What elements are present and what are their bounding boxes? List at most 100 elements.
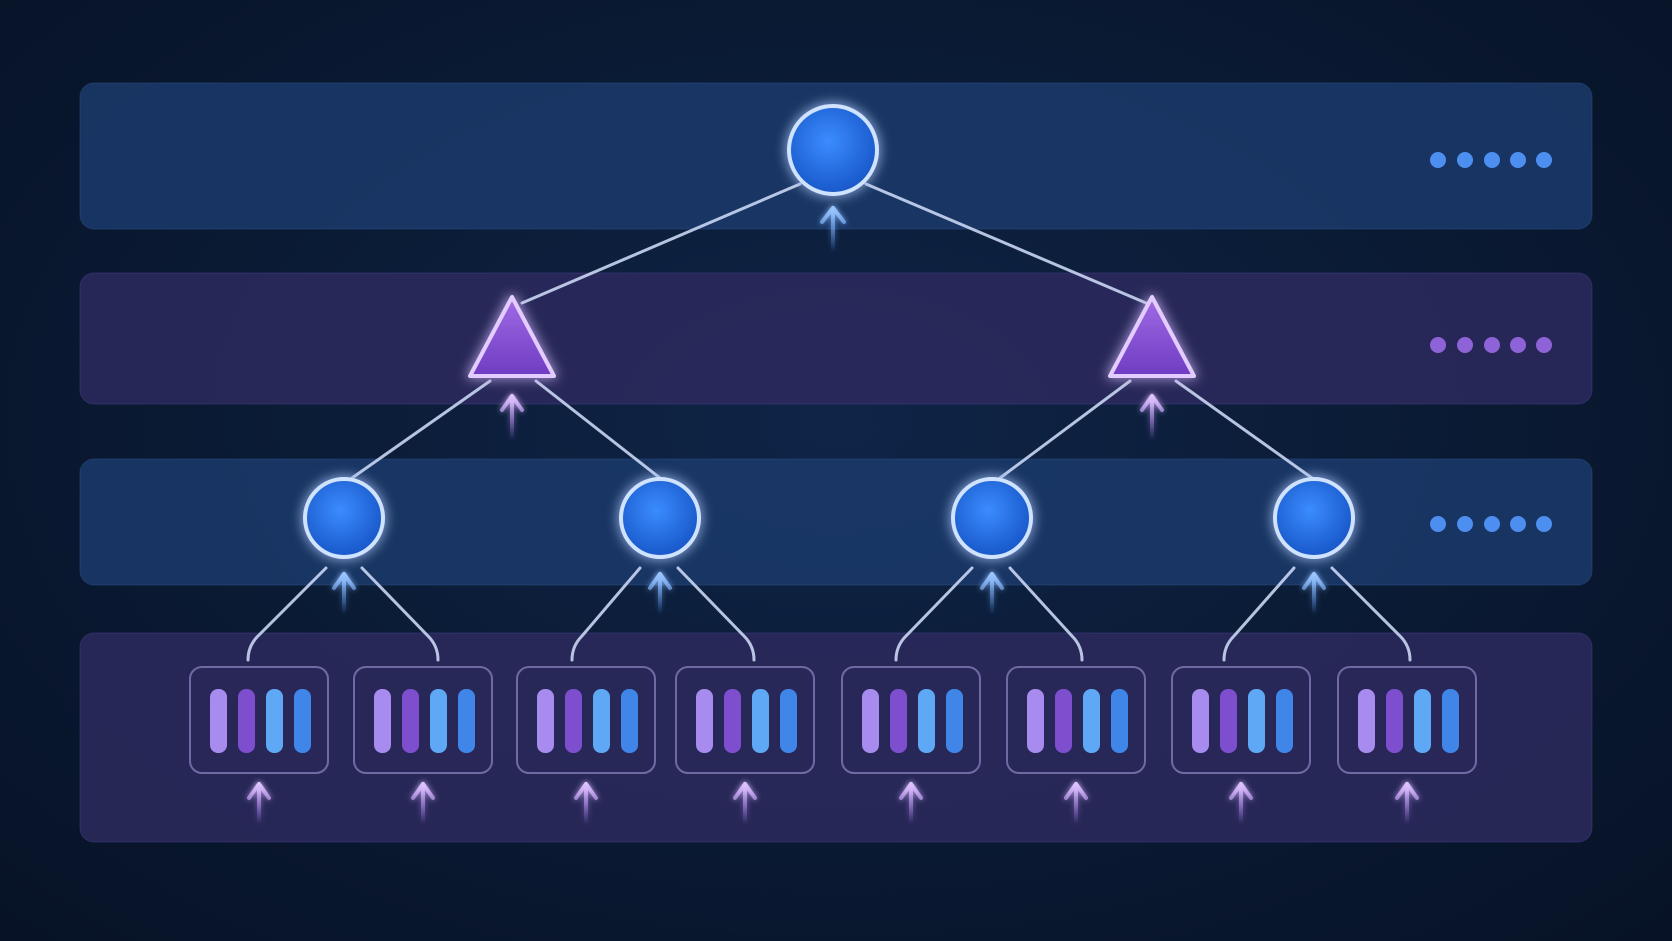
leaf-bar	[1055, 689, 1072, 753]
circle-icon	[1273, 477, 1355, 559]
leaf-bar	[537, 689, 554, 753]
leaf-bar	[565, 689, 582, 753]
arrow-up-icon	[733, 782, 757, 826]
edge	[676, 566, 756, 662]
low-node-3[interactable]	[951, 477, 1033, 559]
dot	[1484, 152, 1500, 168]
leaf-bar	[1220, 689, 1237, 753]
dot	[1536, 152, 1552, 168]
dot	[1457, 337, 1473, 353]
leaf-bar	[1248, 689, 1265, 753]
band-mid	[79, 272, 1593, 405]
leaf-bar	[890, 689, 907, 753]
leaf-bar	[1111, 689, 1128, 753]
arrow-up-icon	[1229, 782, 1253, 826]
edge	[1174, 379, 1314, 480]
edge	[1008, 566, 1084, 662]
band-low-more-dots[interactable]	[1430, 516, 1552, 532]
leaf-bar	[752, 689, 769, 753]
dot	[1510, 152, 1526, 168]
leaf-bar	[593, 689, 610, 753]
edge	[360, 566, 440, 662]
leaf-bar	[780, 689, 797, 753]
arrow-up-icon	[1140, 394, 1164, 442]
leaf-block-7[interactable]	[1171, 666, 1311, 826]
leaf-bar	[946, 689, 963, 753]
leaf-bar	[1083, 689, 1100, 753]
leaf-block-8[interactable]	[1337, 666, 1477, 826]
leaf-bar	[1442, 689, 1459, 753]
edges	[246, 182, 1412, 662]
band-low	[79, 458, 1593, 586]
arrow-up-icon	[500, 394, 524, 442]
leaf-bar	[1386, 689, 1403, 753]
dot	[1484, 516, 1500, 532]
root-node[interactable]	[787, 104, 879, 196]
dot	[1457, 152, 1473, 168]
dot	[1510, 337, 1526, 353]
edge	[864, 182, 1148, 305]
low-node-2[interactable]	[619, 477, 701, 559]
leaf-bar	[210, 689, 227, 753]
arrow-up-icon	[411, 782, 435, 826]
leaf-block-4[interactable]	[675, 666, 815, 826]
ellipsis-dots-icon	[1430, 337, 1446, 353]
arrow-up-icon	[1302, 572, 1326, 616]
leaf-blocks	[189, 666, 1477, 826]
leaf-bar	[374, 689, 391, 753]
leaf-bar	[294, 689, 311, 753]
low-node-1[interactable]	[303, 477, 385, 559]
mid-node-right[interactable]	[1108, 295, 1196, 378]
leaf-block-3[interactable]	[516, 666, 656, 826]
circle-icon	[619, 477, 701, 559]
leaf-block-6[interactable]	[1006, 666, 1146, 826]
low-node-4[interactable]	[1273, 477, 1355, 559]
ellipsis-dots-icon	[1430, 516, 1446, 532]
band-mid-more-dots[interactable]	[1430, 337, 1552, 353]
circle-icon	[787, 104, 879, 196]
edge	[350, 379, 492, 480]
circle-icon	[303, 477, 385, 559]
arrow-up-icon	[899, 782, 923, 826]
leaf-bar	[1276, 689, 1293, 753]
leaf-bar	[402, 689, 419, 753]
arrow-up-icon	[648, 572, 672, 616]
leaf-bar	[430, 689, 447, 753]
leaf-bar	[238, 689, 255, 753]
edge	[534, 379, 662, 480]
arrow-up-icon	[332, 572, 356, 616]
dot	[1484, 337, 1500, 353]
edge	[570, 566, 642, 662]
dot	[1510, 516, 1526, 532]
ellipsis-dots-icon	[1430, 152, 1446, 168]
dot	[1536, 516, 1552, 532]
leaf-bar	[1027, 689, 1044, 753]
leaf-bar	[266, 689, 283, 753]
leaf-block-5[interactable]	[841, 666, 981, 826]
arrow-up-icon	[1064, 782, 1088, 826]
triangle-icon	[1108, 295, 1196, 378]
leaf-bar	[458, 689, 475, 753]
leaf-block-2[interactable]	[353, 666, 493, 826]
leaf-bar	[1358, 689, 1375, 753]
band-root-more-dots[interactable]	[1430, 152, 1552, 168]
leaf-block-1[interactable]	[189, 666, 329, 826]
triangle-icon	[468, 295, 556, 378]
leaf-bar	[621, 689, 638, 753]
circle-icon	[951, 477, 1033, 559]
edge	[1330, 566, 1412, 662]
arrow-up-icon	[1395, 782, 1419, 826]
leaf-bar	[1414, 689, 1431, 753]
arrow-up-icon	[247, 782, 271, 826]
arrow-up-icon	[980, 572, 1004, 616]
leaf-bar	[696, 689, 713, 753]
leaf-bar	[918, 689, 935, 753]
arrow-up-icon	[574, 782, 598, 826]
edge	[998, 379, 1132, 480]
leaf-bar	[862, 689, 879, 753]
edge	[1222, 566, 1296, 662]
mid-node-left[interactable]	[468, 295, 556, 378]
arrow-up-icon	[820, 206, 846, 254]
edge	[246, 566, 328, 662]
